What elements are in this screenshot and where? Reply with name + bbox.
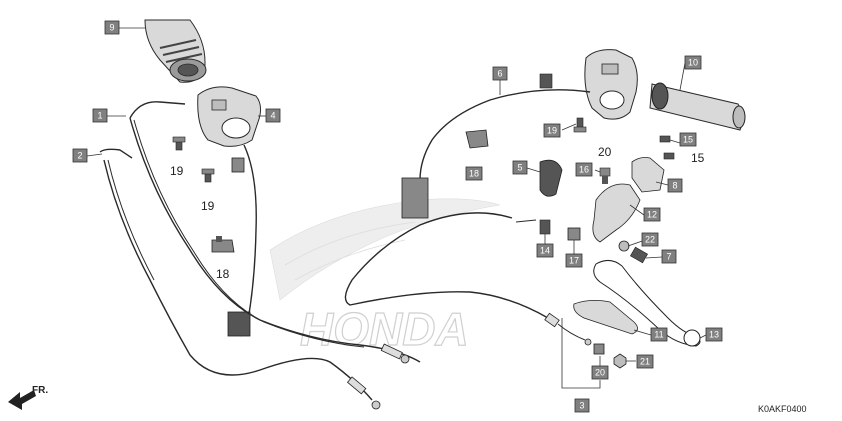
clutch-lever-13 [593, 260, 701, 347]
callout-19: 19 [543, 123, 561, 138]
label-15-right: 15 [691, 151, 705, 165]
svg-text:10: 10 [688, 58, 698, 68]
svg-text:17: 17 [569, 256, 579, 266]
callout-5: 5 [512, 160, 528, 175]
diagram-code: K0AKF0400 [758, 404, 807, 414]
svg-text:14: 14 [540, 246, 550, 256]
svg-text:5: 5 [517, 163, 522, 173]
nut-17 [567, 227, 581, 241]
callout-21: 21 [636, 354, 654, 369]
svg-text:20: 20 [595, 368, 605, 378]
svg-text:6: 6 [497, 69, 502, 79]
lever-grip-11 [573, 300, 638, 335]
screw-19-right [573, 117, 587, 133]
screw-15-b [663, 152, 675, 160]
left-grip [144, 19, 207, 83]
callout-18: 18 [465, 166, 483, 181]
pivot-bolt-7 [630, 246, 648, 264]
front-direction-arrow: FR. [8, 385, 48, 410]
callout-9: 9 [104, 20, 120, 35]
label-19-left-lower: 19 [201, 199, 215, 213]
clutch-cable-3 [344, 212, 592, 346]
callout-20: 20 [591, 365, 609, 380]
svg-text:22: 22 [645, 235, 655, 245]
callout-13: 13 [705, 327, 723, 342]
right-switch-harness [419, 89, 591, 181]
screw-19-left-lower [201, 168, 215, 183]
svg-text:21: 21 [640, 357, 650, 367]
right-grip [649, 82, 746, 131]
honda-wing-watermark: HONDA [269, 198, 501, 356]
connector-near-switch [231, 157, 245, 173]
callout-16: 16 [575, 162, 593, 177]
svg-text:8: 8 [672, 181, 677, 191]
svg-text:3: 3 [579, 401, 584, 411]
nut-20 [593, 343, 605, 355]
callout-10: 10 [684, 55, 702, 70]
svg-text:9: 9 [109, 23, 114, 33]
nut-21 [613, 353, 627, 369]
label-19-left-upper: 19 [170, 164, 184, 178]
bolt-14 [539, 219, 551, 235]
front-direction-label: FR. [32, 385, 48, 396]
throttle-cable-1 [129, 101, 421, 364]
svg-text:7: 7 [666, 252, 671, 262]
bolt-16 [599, 167, 611, 184]
callout-4: 4 [265, 108, 281, 123]
callout-8: 8 [667, 178, 683, 193]
lever-boot-5 [539, 159, 563, 197]
svg-text:13: 13 [709, 330, 719, 340]
harness-clamp-18 [211, 236, 235, 253]
screw-19-left-upper [172, 136, 186, 151]
svg-text:12: 12 [647, 210, 657, 220]
screw-15-a [659, 135, 671, 143]
svg-text:4: 4 [270, 111, 275, 121]
callout-22: 22 [641, 232, 659, 247]
svg-text:15: 15 [683, 135, 693, 145]
callout-1: 1 [92, 108, 108, 123]
callout-15: 15 [679, 132, 697, 147]
lever-holder-8 [631, 157, 665, 193]
svg-text:18: 18 [469, 169, 479, 179]
callout-2: 2 [72, 148, 88, 163]
left-handlebar-switch [197, 86, 262, 147]
cable-holder-18-right [465, 129, 489, 149]
svg-text:1: 1 [97, 111, 102, 121]
callout-3: 3 [574, 398, 590, 413]
washer-22 [618, 240, 630, 252]
callout-7: 7 [661, 249, 677, 264]
right-harness-connector [401, 73, 553, 219]
throttle-cable-2 [99, 148, 381, 410]
label-18-left: 18 [216, 267, 230, 281]
svg-text:2: 2 [77, 151, 82, 161]
callout-14: 14 [536, 243, 554, 258]
callout-17: 17 [565, 253, 583, 268]
svg-text:19: 19 [547, 126, 557, 136]
callout-11: 11 [650, 327, 668, 342]
svg-text:16: 16 [579, 165, 589, 175]
callout-6: 6 [492, 66, 508, 81]
left-harness-connector [227, 311, 251, 337]
callout-12: 12 [643, 207, 661, 222]
right-handlebar-switch [584, 49, 638, 120]
svg-text:11: 11 [654, 330, 663, 340]
lever-bracket-12 [592, 183, 641, 243]
label-19-right: 20 [598, 145, 612, 159]
